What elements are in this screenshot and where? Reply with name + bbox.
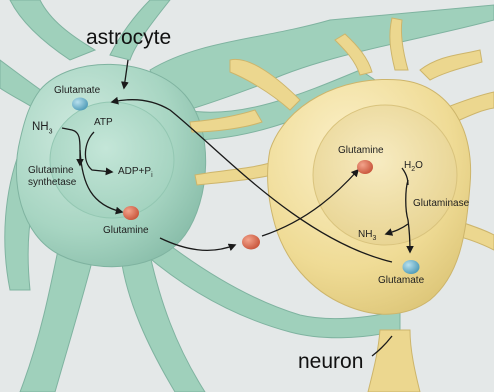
neuron-glutamate-label: Glutamate [378, 276, 424, 287]
astrocyte-glutamate-label: Glutamate [54, 86, 100, 97]
water-label: H2O [404, 161, 423, 173]
glutamine-synthetase-label-line2: synthetase [28, 178, 76, 189]
astrocyte-glutamine-label: Glutamine [103, 226, 149, 237]
neuron-glutamate-dot [403, 260, 420, 274]
neuron-glutamine-dot [357, 160, 373, 174]
extracellular-glutamine-dot [242, 235, 260, 250]
neuron-glutamine-label: Glutamine [338, 146, 384, 157]
astrocyte-label: astrocyte [86, 27, 171, 49]
neuron-nh3-label: NH3 [358, 230, 376, 242]
atp-label: ATP [94, 118, 113, 129]
astrocyte-nh3-label: NH3 [32, 121, 53, 136]
astrocyte-glutamate-dot [72, 98, 88, 111]
adp-pi-label: ADP+Pi [118, 167, 153, 179]
glutamine-synthetase-label-line1: Glutamine [28, 166, 74, 177]
neuron-label: neuron [298, 351, 363, 373]
glutaminase-label: Glutaminase [413, 199, 469, 210]
astrocyte-glutamine-dot [123, 206, 139, 220]
